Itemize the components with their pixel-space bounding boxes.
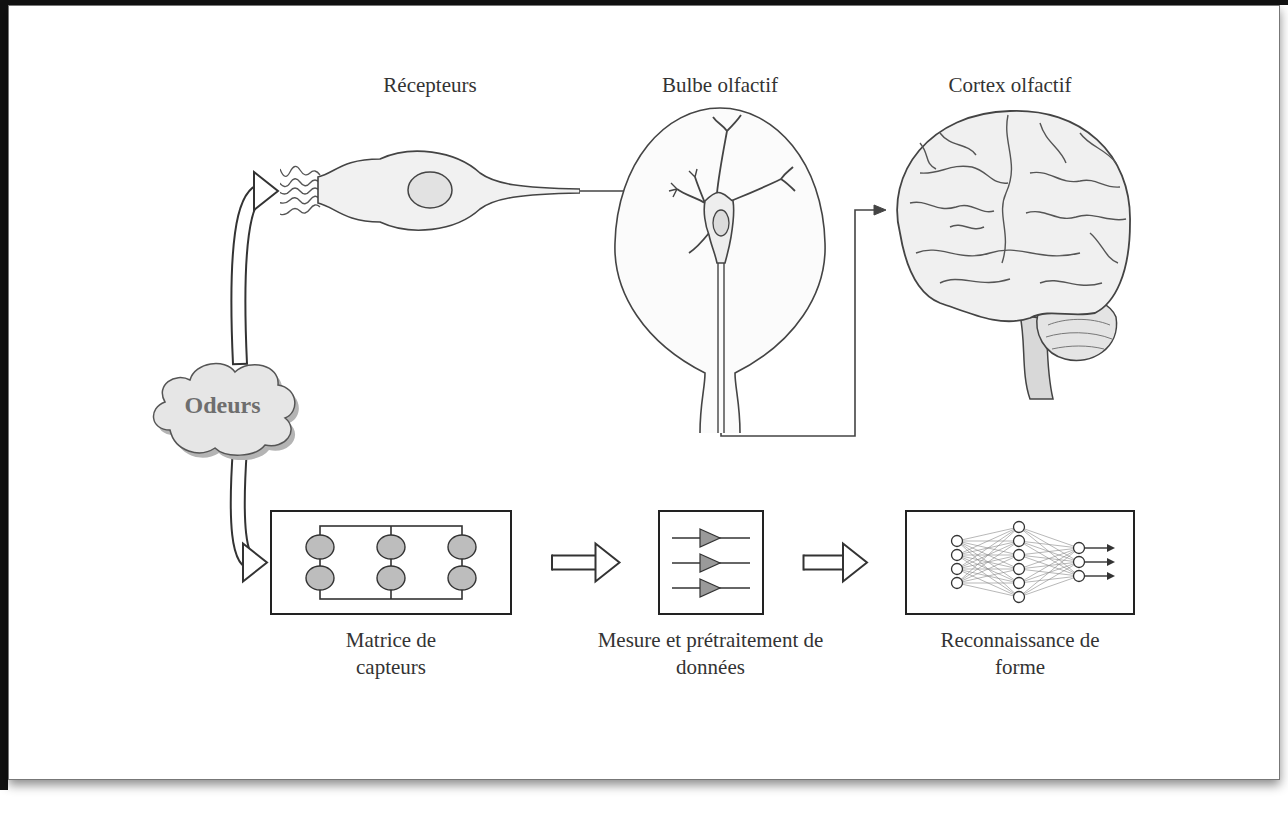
arrowhead [843,544,867,582]
output-line [1085,561,1109,562]
arrowhead [254,172,278,210]
network-link [957,583,1019,584]
instrument-frame [658,510,764,615]
output-line [1085,575,1109,576]
arrow-tail [232,363,248,366]
network-link [1019,541,1079,562]
stage-caption: Matrice de capteurs [316,627,466,681]
part-heading: Bulbe olfactif [605,72,835,99]
output-line [1085,547,1109,548]
network-link [1019,527,1079,562]
network-link [957,527,1019,555]
network-link [957,555,1019,597]
receptor-cell-drawing [280,103,580,253]
part-heading: Récepteurs [280,72,580,99]
network-link [957,555,1019,583]
neuron-unit [1014,550,1025,561]
neuron-unit [952,564,963,575]
network-link [1019,548,1079,597]
neuron-unit [1014,578,1025,589]
network-link [1019,576,1079,597]
network-link [957,555,1019,583]
block-arrow [552,544,620,582]
network-link [957,569,1019,597]
neuron-unit [952,578,963,589]
network-link [957,527,1019,541]
cortex-node: Cortex olfactif [880,72,1140,403]
preprocessing-box: Mesure et prétraitement de données [593,510,828,681]
neuron-unit [1014,522,1025,533]
network-link [957,527,1019,583]
network-link [1019,527,1079,576]
network-link [1019,562,1079,597]
odor-cloud: Odeurs [140,350,305,460]
network-link [957,583,1019,597]
network-link [1019,541,1079,576]
sensor-matrix-box: Matrice de capteurs [270,510,512,681]
olfactory-bulb-drawing [605,103,835,433]
network-link [957,527,1019,569]
neuron-unit [952,550,963,561]
instrument-frame [270,510,512,615]
network-link [957,569,1019,583]
neuron-unit [1074,543,1085,554]
network-link [957,541,1019,597]
cloud-label: Odeurs [184,392,260,419]
instrument-frame [905,510,1135,615]
arrowhead [243,544,267,582]
arrow-fill [238,191,263,364]
stage-caption: Mesure et prétraitement de données [593,627,828,681]
neuron-unit [952,536,963,547]
output-arrowhead [1107,558,1115,566]
amplifier-drawing [660,512,762,613]
network-link [957,541,1019,583]
recognition-box: Reconnaissance de forme [905,510,1135,681]
output-arrowhead [1107,544,1115,552]
output-arrowhead [1107,572,1115,580]
frame-edge [0,0,8,790]
network-link [1019,548,1079,555]
neuron-unit [1014,536,1025,547]
network-link [1019,548,1079,583]
bulb-node: Bulbe olfactif [605,72,835,433]
receptor-node: Récepteurs [280,72,580,253]
sensor-array-drawing [272,512,510,613]
arrow-outline [238,191,263,364]
arrowhead [596,544,620,582]
network-link [957,569,1019,583]
arrowhead [874,205,886,215]
stage-caption: Reconnaissance de forme [940,627,1100,681]
neuron-unit [1074,571,1085,582]
neural-network-drawing [907,512,1133,613]
network-link [957,541,1019,583]
network-link [1019,541,1079,548]
neuron-unit [1014,592,1025,603]
brain-drawing [880,103,1140,403]
block-arrow [804,544,868,582]
arrow-tail [551,555,553,571]
network-link [1019,548,1079,569]
arrow-tail [803,555,805,571]
neuron-unit [1014,564,1025,575]
block-arrow [232,172,278,364]
block-arrow [232,447,267,581]
part-heading: Cortex olfactif [880,72,1140,99]
network-link [1019,527,1079,548]
neuron-unit [1074,557,1085,568]
